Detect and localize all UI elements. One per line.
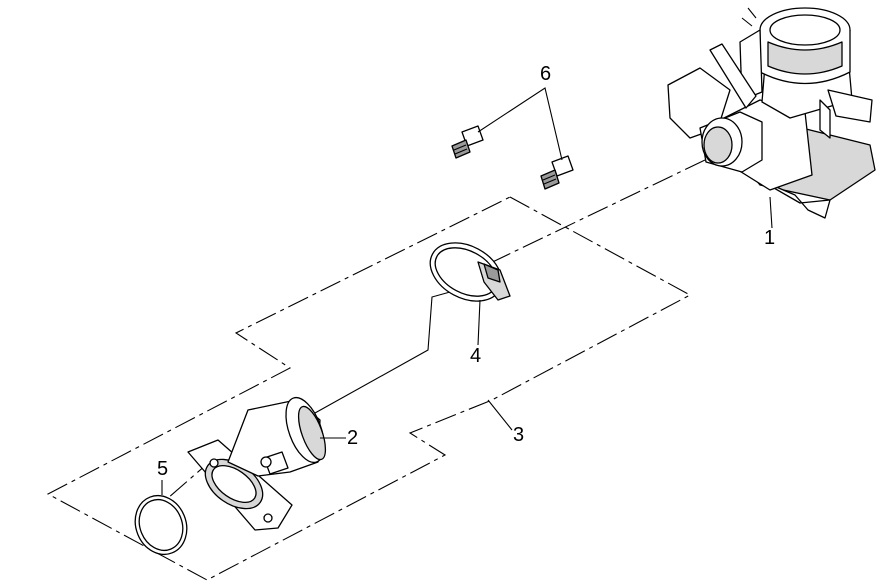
callout-part-2: 2 xyxy=(347,427,359,449)
bolt-lower xyxy=(540,155,574,190)
callout-leader-4 xyxy=(477,299,481,346)
callout-part-5: 5 xyxy=(157,458,169,480)
carburetor xyxy=(667,7,876,219)
callout-part-1: 1 xyxy=(764,227,776,249)
callout-part-3: 3 xyxy=(513,424,525,446)
intake-manifold xyxy=(187,396,327,531)
callout-leader-6 xyxy=(477,87,563,161)
callout-leader-1 xyxy=(769,196,773,229)
callout-part-4: 4 xyxy=(470,345,482,367)
gasket-sheet-outline xyxy=(46,196,692,581)
callout-part-6: 6 xyxy=(540,63,552,85)
o-ring xyxy=(134,495,188,555)
bolt-upper xyxy=(451,125,484,159)
hose-clamp xyxy=(429,242,511,302)
callout-leader-3 xyxy=(487,399,513,431)
